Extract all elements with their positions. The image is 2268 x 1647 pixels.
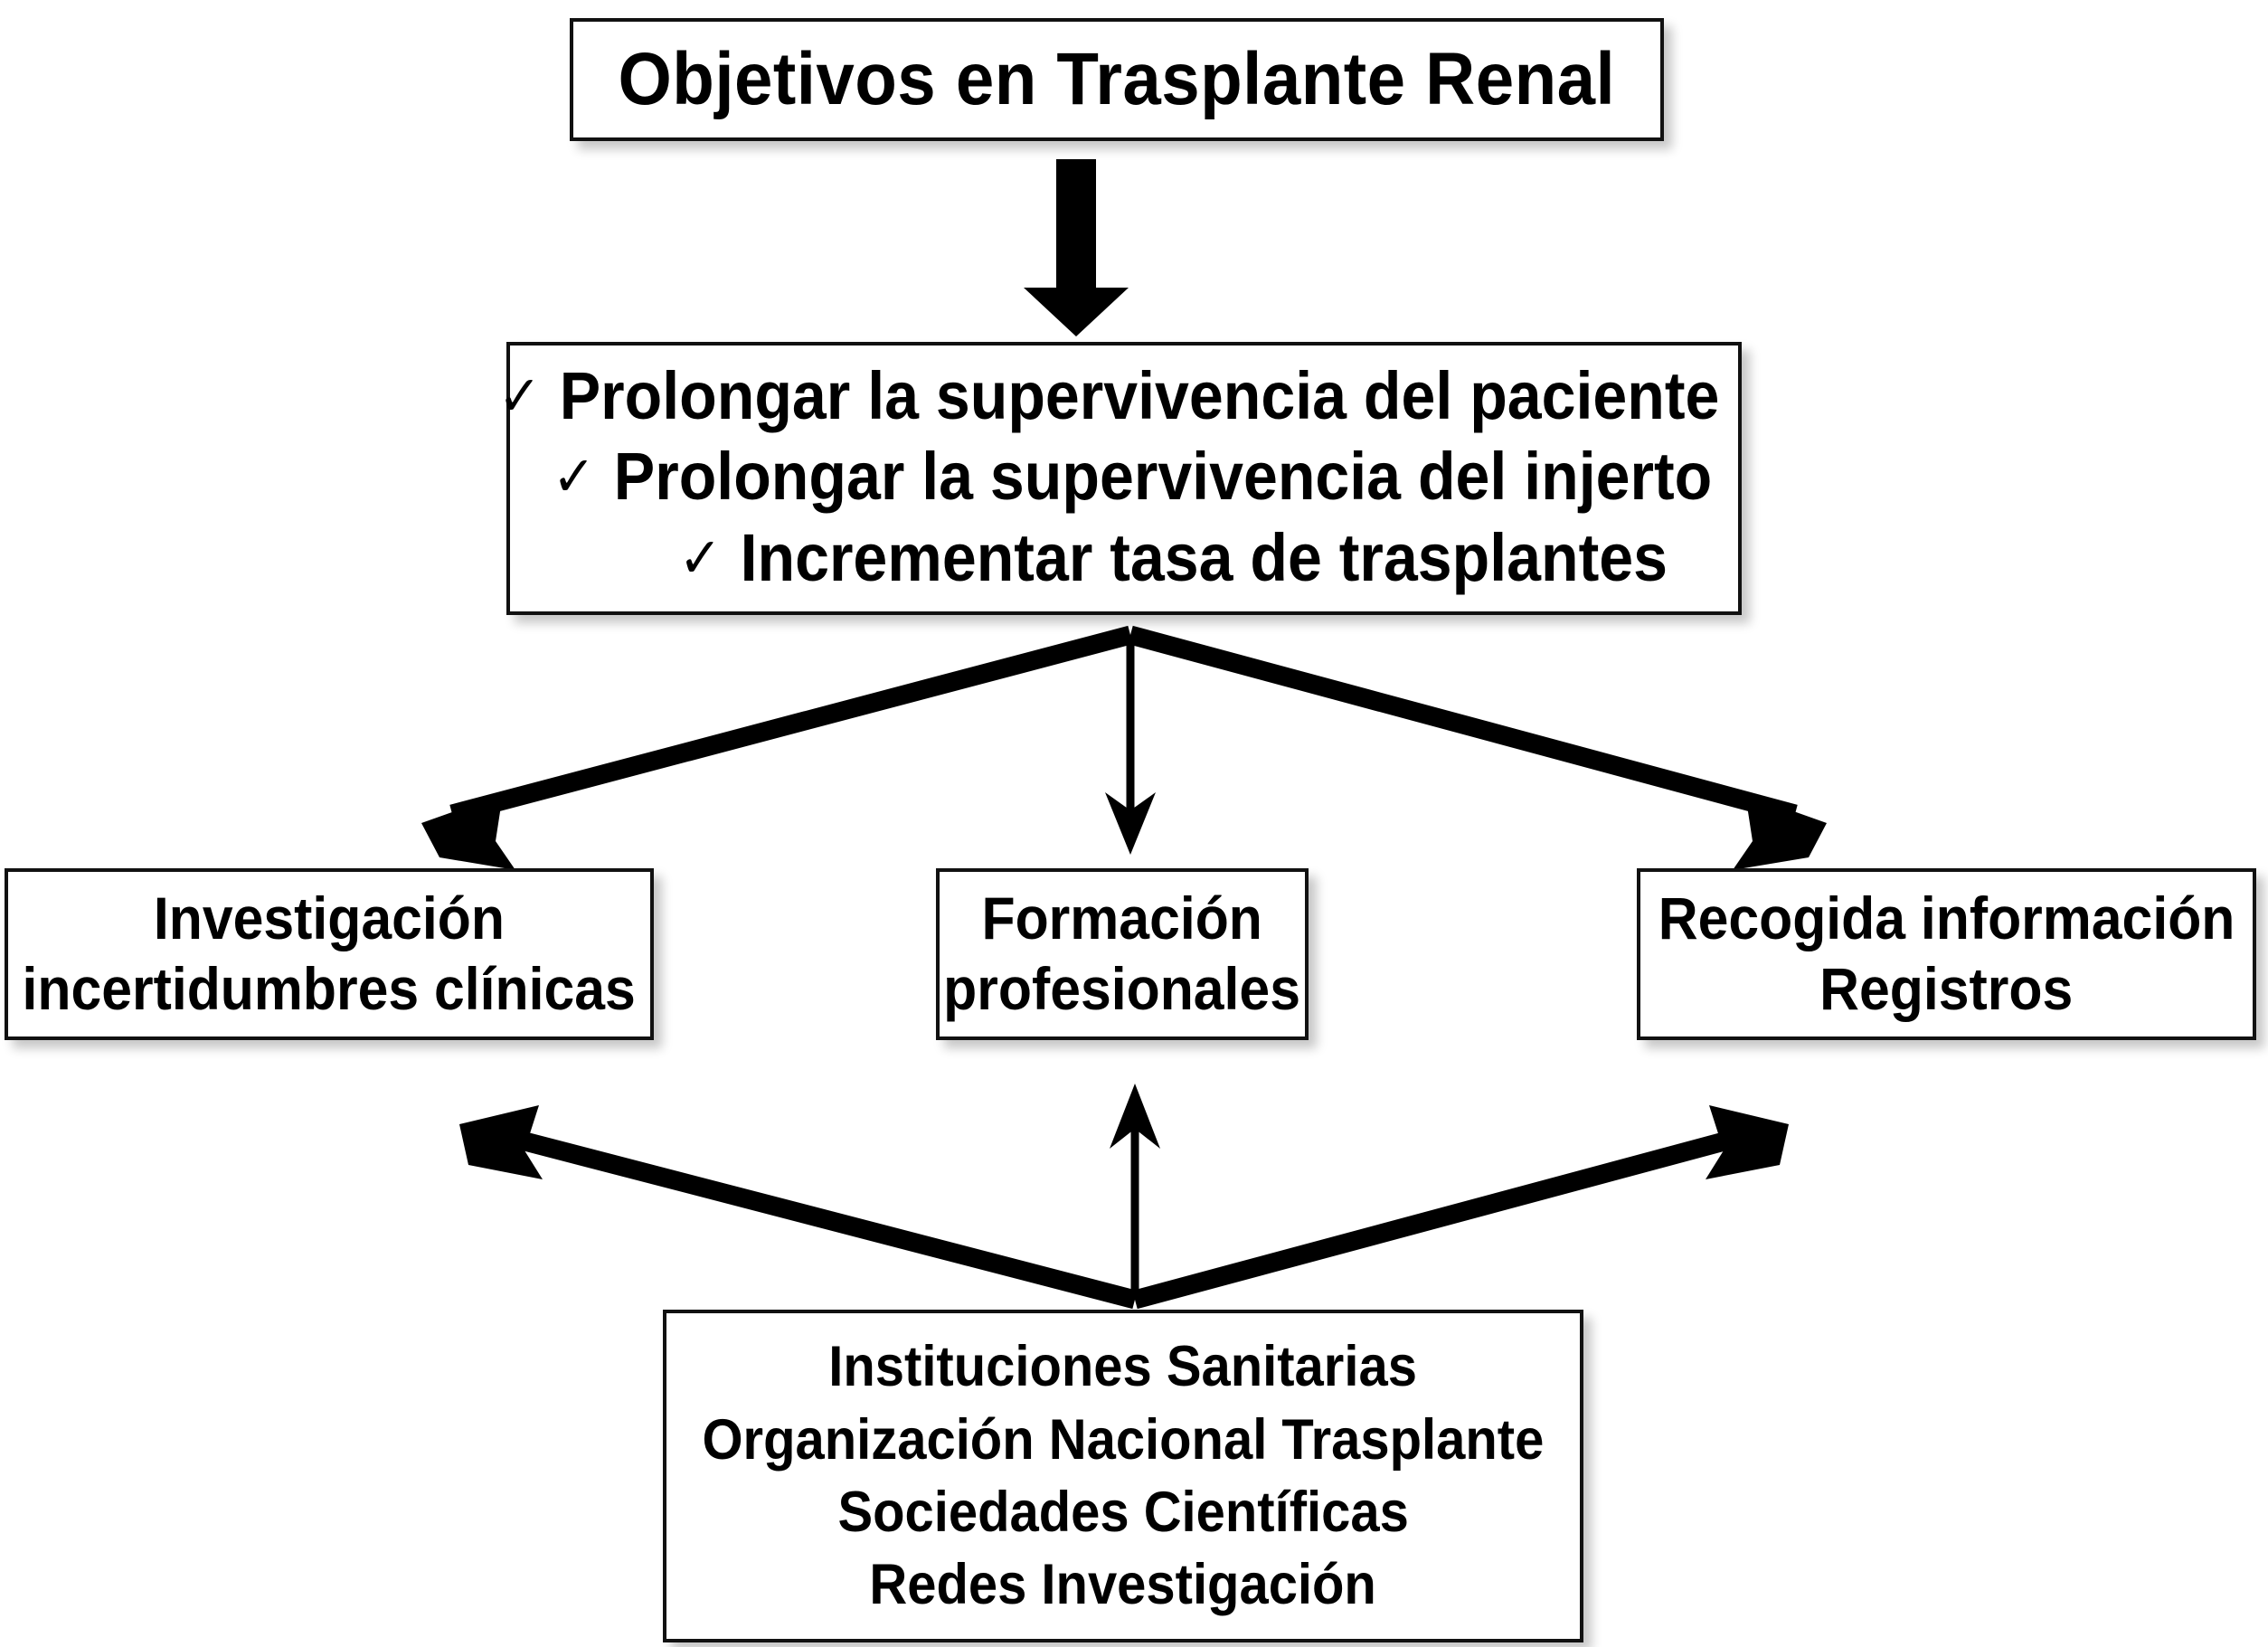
objective-label: Prolongar la supervivencia del injerto [613, 439, 1713, 515]
strategy-box-formacion: Formación profesionales [936, 868, 1309, 1040]
strategy-line: Recogida información [1658, 885, 2235, 952]
strategy-line: incertidumbres clínicas [22, 955, 637, 1022]
block-arrow-down-icon [1024, 159, 1129, 336]
actor-line: Sociedades Científicas [837, 1481, 1409, 1544]
title-box: Objetivos en Trasplante Renal [570, 18, 1664, 141]
arrow-down-icon [1105, 635, 1156, 855]
strategy-line: Registros [1819, 955, 2074, 1022]
check-icon: ✓ [552, 446, 596, 509]
objective-label: Incrementar tasa de trasplantes [740, 519, 1668, 595]
page-title: Objetivos en Trasplante Renal [618, 37, 1616, 120]
objective-item-2: ✓ Incrementar tasa de trasplantes [678, 518, 1667, 597]
strategy-box-recogida: Recogida información Registros [1637, 868, 2256, 1040]
arrow-up-right-icon [1132, 1105, 1789, 1310]
actor-line: Organización Nacional Trasplante [702, 1407, 1545, 1472]
arrow-down-right-icon [1128, 625, 1827, 870]
arrow-down-left-icon [421, 625, 1133, 870]
arrow-up-left-icon [459, 1105, 1138, 1310]
strategy-line: Investigación [153, 885, 506, 952]
strategy-line: profesionales [943, 955, 1301, 1022]
objective-item-0: ✓ Prolongar la supervivencia del pacient… [498, 356, 1720, 435]
objectives-box: ✓ Prolongar la supervivencia del pacient… [498, 342, 1742, 615]
strategy-box-investigacion: Investigación incertidumbres clínicas [5, 868, 654, 1040]
objective-item-1: ✓ Prolongar la supervivencia del injerto [553, 437, 1713, 516]
check-icon: ✓ [497, 365, 542, 429]
actor-line: Redes Investigación [869, 1553, 1377, 1617]
strategy-line: Formación [981, 885, 1263, 952]
objective-label: Prolongar la supervivencia del paciente [559, 358, 1720, 434]
actor-line: Instituciones Sanitarias [828, 1335, 1418, 1399]
actors-box-instituciones: Instituciones Sanitarias Organización Na… [663, 1310, 1583, 1642]
arrow-up-icon [1110, 1084, 1160, 1300]
check-icon: ✓ [678, 526, 723, 590]
